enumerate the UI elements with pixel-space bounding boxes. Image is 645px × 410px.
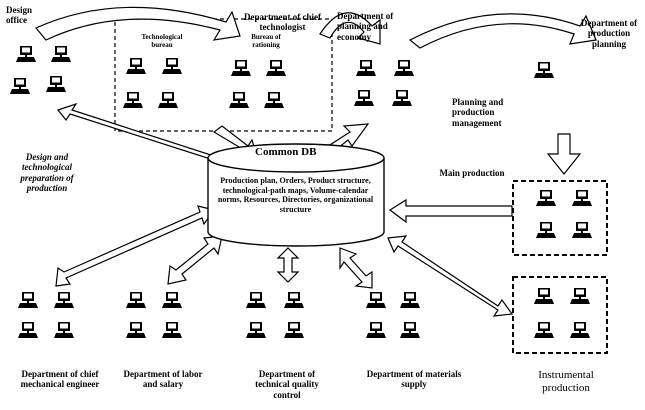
- label-design-preparation: Design and technological preparation of …: [20, 152, 74, 194]
- computer-workstation-icon: [158, 92, 178, 108]
- computer-workstation-icon: [246, 292, 266, 308]
- computer-workstation-icon: [572, 222, 592, 238]
- computer-workstation-icon: [126, 292, 146, 308]
- computer-workstation-icon: [534, 62, 554, 78]
- arrow-mainproduction-db: [388, 198, 513, 224]
- label-instrumental-production: Instrumental production: [538, 369, 594, 394]
- computer-workstation-icon: [534, 288, 554, 304]
- workstations-technological-bureau: [123, 58, 182, 108]
- computer-workstation-icon: [54, 322, 74, 338]
- computer-workstation-icon: [400, 292, 420, 308]
- computer-workstation-icon: [366, 292, 386, 308]
- arrow-quality-db: [276, 247, 300, 283]
- workstations-design-office: [10, 46, 71, 94]
- computer-workstation-icon: [123, 92, 143, 108]
- computer-workstation-icon: [246, 322, 266, 338]
- workstations-instrumental-production: [534, 288, 590, 338]
- computer-workstation-icon: [392, 90, 412, 106]
- computer-workstation-icon: [16, 46, 36, 62]
- label-design-office: Design office: [6, 5, 33, 26]
- label-main-production: Main production: [439, 168, 505, 178]
- arrow-mechanical-db: [55, 205, 216, 287]
- computer-workstation-icon: [366, 322, 386, 338]
- common-db-title: Common DB: [255, 146, 317, 158]
- computer-workstation-icon: [266, 60, 286, 76]
- label-planning-economy: Department of planning and economy: [337, 11, 394, 42]
- workstations-labor-salary: [126, 292, 182, 338]
- computer-workstation-icon: [126, 322, 146, 338]
- computer-workstation-icon: [536, 222, 556, 238]
- computer-workstation-icon: [356, 60, 376, 76]
- common-db-cylinder: [207, 143, 385, 247]
- computer-workstation-icon: [51, 46, 71, 62]
- computer-workstation-icon: [162, 58, 182, 74]
- label-bureau-of-rationing: Bureau of rationing: [251, 33, 281, 50]
- computer-workstation-icon: [162, 322, 182, 338]
- computer-workstation-icon: [570, 322, 590, 338]
- computer-workstation-icon: [570, 288, 590, 304]
- workstations-production-planning: [534, 62, 554, 78]
- label-technological-bureau: Technological bureau: [141, 33, 183, 50]
- workstations-quality-control: [246, 292, 304, 338]
- computer-workstation-icon: [18, 292, 38, 308]
- arrow-labor-db: [167, 235, 223, 285]
- computer-workstation-icon: [572, 190, 592, 206]
- instrumental-production-box: [512, 276, 608, 354]
- main-production-box: [512, 180, 608, 256]
- computer-workstation-icon: [284, 292, 304, 308]
- computer-workstation-icon: [229, 92, 249, 108]
- computer-workstation-icon: [354, 90, 374, 106]
- workstations-bureau-of-rationing: [229, 60, 286, 108]
- computer-workstation-icon: [534, 322, 554, 338]
- label-production-planning: Department of production planning: [580, 18, 638, 49]
- curved-arrow-planning-to-production: [408, 13, 597, 49]
- arrow-supply-db: [339, 247, 373, 289]
- computer-workstation-icon: [18, 322, 38, 338]
- label-quality-control: Department of technical quality control: [255, 369, 319, 400]
- workstations-main-production: [536, 190, 592, 238]
- label-labor-salary: Department of labor and salary: [123, 369, 203, 390]
- arrow-instrumental-db: [387, 235, 514, 317]
- arrow-planning-to-main: [546, 133, 582, 175]
- computer-workstation-icon: [162, 292, 182, 308]
- computer-workstation-icon: [54, 292, 74, 308]
- computer-workstation-icon: [10, 78, 30, 94]
- curved-arrow-design-to-technologist: [35, 6, 241, 41]
- computer-workstation-icon: [400, 322, 420, 338]
- computer-workstation-icon: [126, 58, 146, 74]
- computer-workstation-icon: [264, 92, 284, 108]
- label-planning-management: Planning and production management: [452, 97, 504, 128]
- common-db-contents: Production plan, Orders, Product structu…: [217, 176, 374, 214]
- computer-workstation-icon: [284, 322, 304, 338]
- label-materials-supply: Department of materials supply: [366, 369, 462, 390]
- workstations-planning-economy: [354, 60, 414, 106]
- curved-arrow-technologist-to-planning: [319, 12, 381, 45]
- workstations-chief-mechanical: [18, 292, 74, 338]
- computer-workstation-icon: [231, 60, 251, 76]
- label-chief-technologist: Department of chief technologist: [244, 12, 321, 33]
- computer-workstation-icon: [536, 190, 556, 206]
- computer-workstation-icon: [394, 60, 414, 76]
- label-chief-mechanical: Department of chief mechanical engineer: [20, 369, 100, 390]
- workstations-materials-supply: [366, 292, 420, 338]
- computer-workstation-icon: [46, 76, 66, 92]
